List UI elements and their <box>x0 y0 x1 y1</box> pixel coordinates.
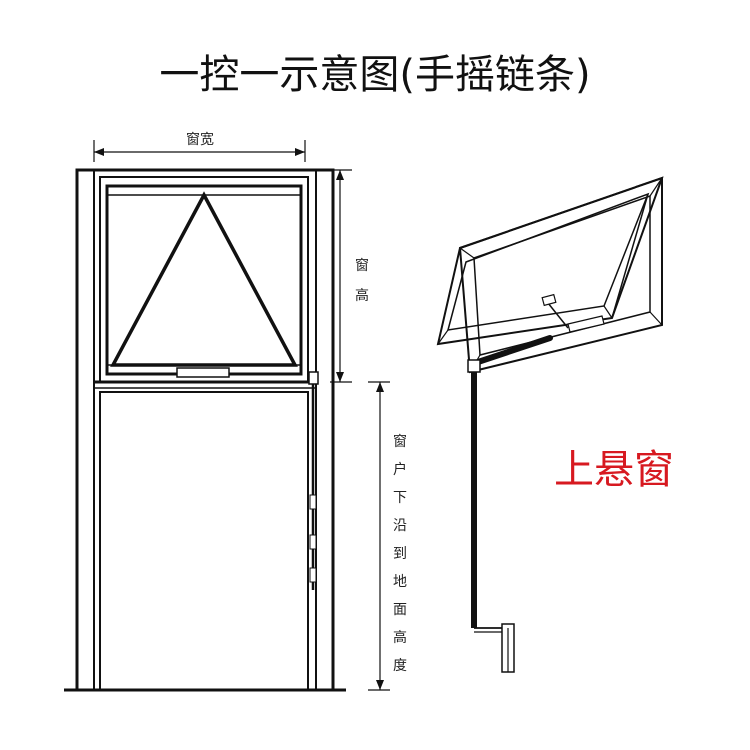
window-height-label-2: 高 <box>355 287 369 304</box>
front-view-drawing <box>64 168 346 692</box>
page-title: 一控一示意图(手摇链条) <box>159 52 590 98</box>
sill-height-char-3: 下 <box>393 490 407 506</box>
window-width-label: 窗宽 <box>186 131 214 148</box>
outer-frame <box>75 168 335 692</box>
window-type-label: 上悬窗 <box>554 447 674 493</box>
sill-height-dimension: 窗 户 下 沿 到 地 面 高 度 <box>368 381 407 691</box>
width-dimension: 窗宽 <box>93 131 306 162</box>
crank-bracket-1 <box>309 494 317 510</box>
sill-height-char-4: 沿 <box>393 518 407 534</box>
crank-bracket-3 <box>309 567 317 583</box>
sill-height-char-6: 地 <box>393 574 407 590</box>
crank-head <box>467 359 481 373</box>
window-handle <box>176 367 230 378</box>
window-height-label-1: 窗 <box>355 257 369 274</box>
lower-panel <box>99 391 309 691</box>
window-frame <box>99 176 309 383</box>
actuator-rail <box>567 315 605 333</box>
sash-diagonal <box>611 193 649 319</box>
actuator-chain <box>475 335 553 365</box>
perspective-window-drawing <box>436 176 664 673</box>
actuator-arm <box>547 302 569 329</box>
window-sash <box>105 184 303 376</box>
sill-height-char-7: 面 <box>393 602 407 618</box>
sill-height-char-5: 到 <box>393 546 407 562</box>
crank-box <box>308 371 319 385</box>
height-dimension: 窗 高 <box>330 169 369 383</box>
actuator-bracket <box>541 293 557 307</box>
sill-height-char-8: 高 <box>393 629 407 646</box>
outer-frame-inner-line <box>93 169 317 691</box>
sill-height-char-2: 户 <box>393 461 407 478</box>
sill-height-char-1: 窗 <box>393 433 407 450</box>
crank-bracket-2 <box>309 534 317 550</box>
opening-triangle <box>110 191 298 367</box>
sill-height-char-9: 度 <box>393 658 407 674</box>
opened-sash-inner <box>446 192 650 331</box>
fixed-frame-outer <box>458 176 663 374</box>
